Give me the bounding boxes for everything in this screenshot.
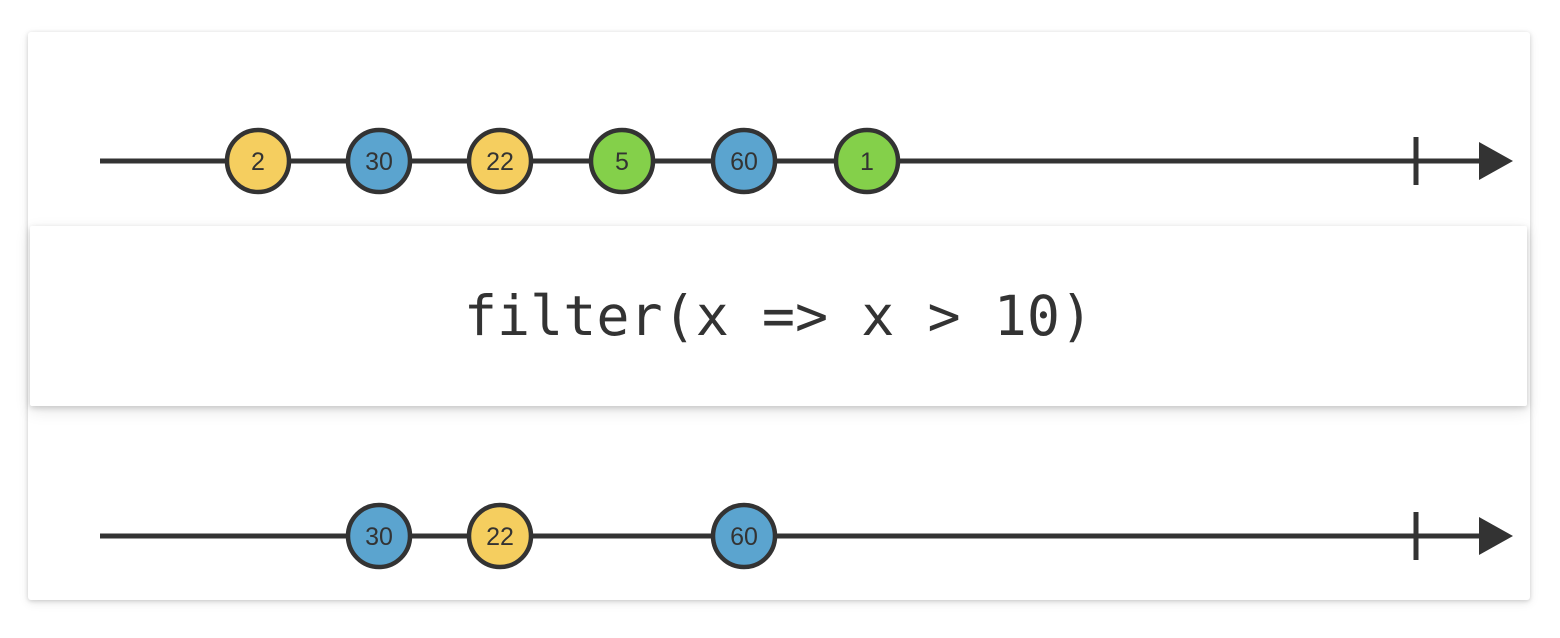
marble[interactable]: 30 bbox=[345, 127, 413, 195]
marble-circle[interactable] bbox=[710, 502, 778, 570]
marble[interactable]: 22 bbox=[466, 127, 534, 195]
marble-circle[interactable] bbox=[345, 502, 413, 570]
operator-card: filter(x => x > 10) bbox=[30, 226, 1527, 406]
input-timeline-canvas: 2 30 22 5 60 1 bbox=[100, 127, 1513, 195]
marble-value: 22 bbox=[486, 523, 514, 551]
input-timeline: 2 30 22 5 60 1 bbox=[28, 101, 1560, 221]
marble-value: 30 bbox=[365, 148, 393, 176]
output-timeline: 30 22 60 bbox=[28, 476, 1560, 596]
marble[interactable]: 30 bbox=[345, 502, 413, 570]
marble[interactable]: 60 bbox=[710, 127, 778, 195]
output-stream-group: 30 22 60 bbox=[100, 502, 1513, 570]
marble-circle[interactable] bbox=[588, 127, 656, 195]
marble[interactable]: 22 bbox=[466, 502, 534, 570]
marble-circle[interactable] bbox=[466, 127, 534, 195]
marble-circle[interactable] bbox=[833, 127, 901, 195]
stream-arrow-icon bbox=[1479, 142, 1513, 180]
marble-value: 22 bbox=[486, 148, 514, 176]
stream-arrow-icon bbox=[1479, 517, 1513, 555]
marble-value: 2 bbox=[251, 148, 265, 176]
marble-circle[interactable] bbox=[710, 127, 778, 195]
marble[interactable]: 60 bbox=[710, 502, 778, 570]
operator-label: filter(x => x > 10) bbox=[463, 283, 1094, 348]
marble-value: 60 bbox=[730, 523, 758, 551]
marble[interactable]: 2 bbox=[224, 127, 292, 195]
marble[interactable]: 1 bbox=[833, 127, 901, 195]
input-stream-group: 2 30 22 5 60 1 bbox=[100, 127, 1513, 195]
marble-value: 30 bbox=[365, 523, 393, 551]
marble-circle[interactable] bbox=[466, 502, 534, 570]
marble[interactable]: 5 bbox=[588, 127, 656, 195]
marble-value: 60 bbox=[730, 148, 758, 176]
marble-circle[interactable] bbox=[224, 127, 292, 195]
marble-circle[interactable] bbox=[345, 127, 413, 195]
output-timeline-canvas: 30 22 60 bbox=[100, 502, 1513, 570]
marble-value: 5 bbox=[615, 148, 629, 176]
marble-value: 1 bbox=[860, 148, 874, 176]
